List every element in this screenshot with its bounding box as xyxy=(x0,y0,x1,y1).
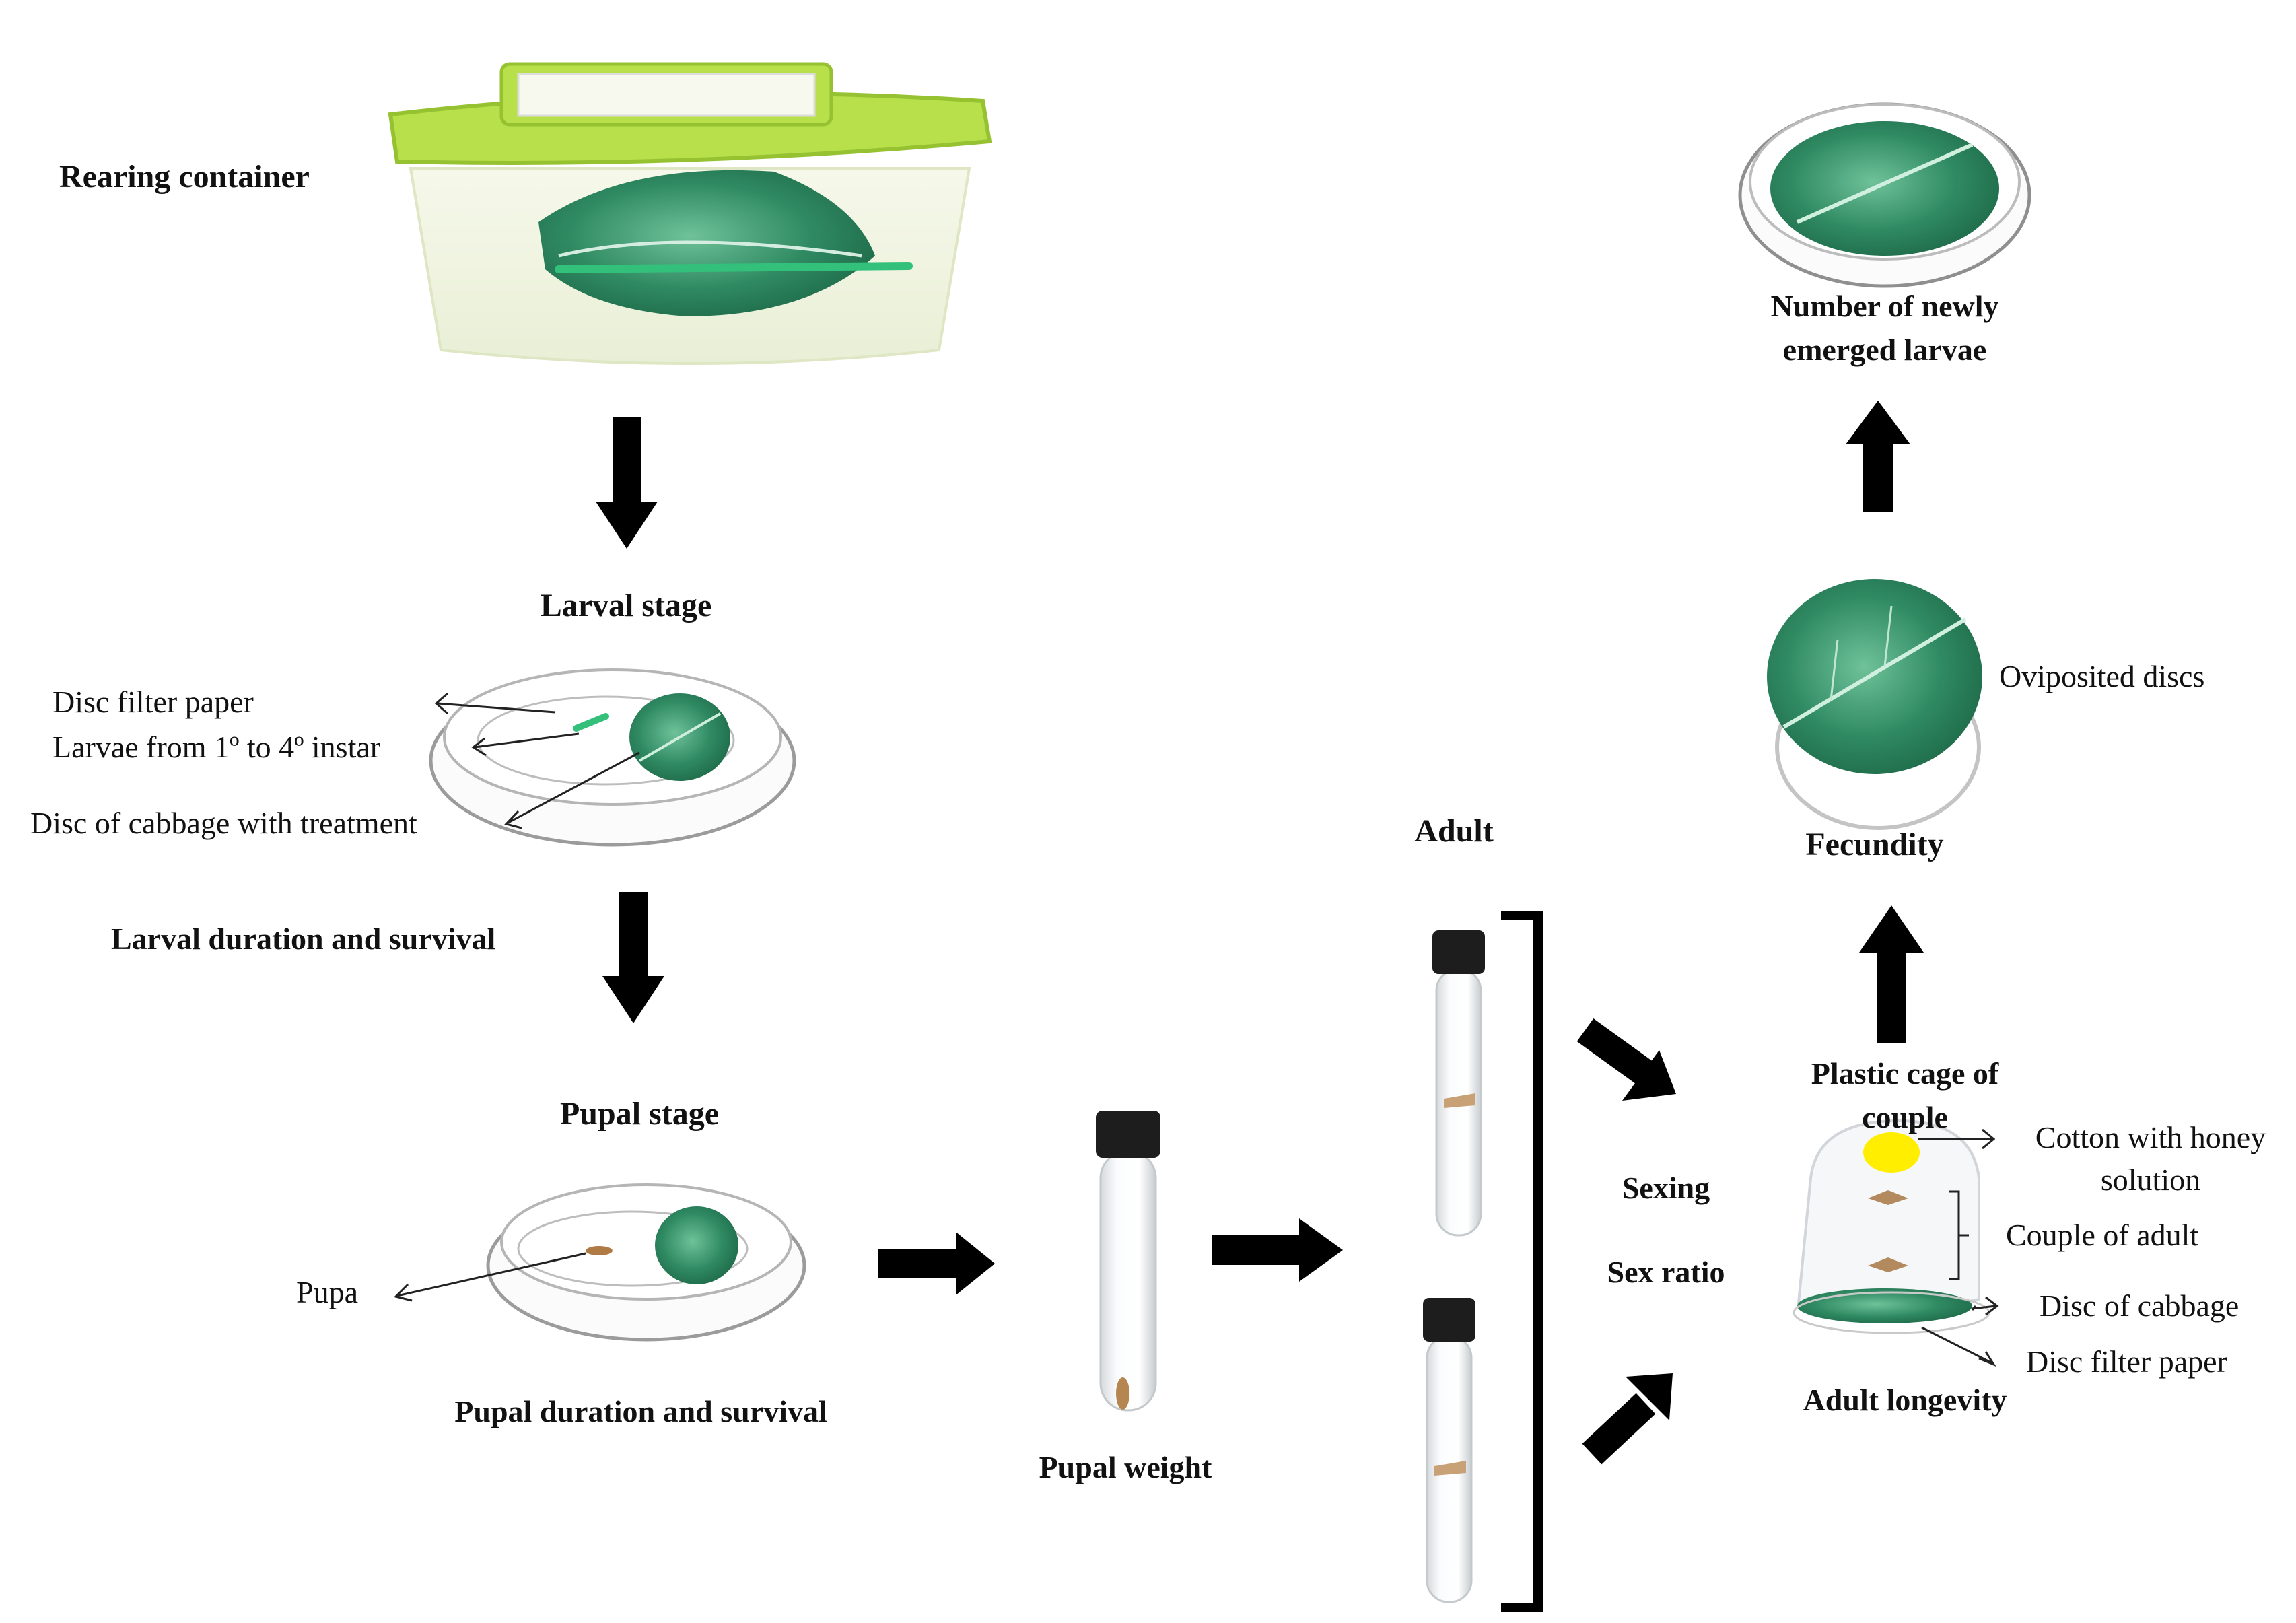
arrow-right-to-adult-tubes xyxy=(1212,1218,1343,1282)
emerged-larvae-dish-image xyxy=(1738,102,2031,288)
plastic-cage-image xyxy=(1793,1119,1990,1334)
pupa-pointer-line xyxy=(394,1252,586,1302)
adult-bracket xyxy=(1501,911,1543,1612)
disc-of-cabbage-label: Disc of cabbage xyxy=(2040,1288,2239,1323)
arrow-down-to-pupal xyxy=(602,892,664,1023)
larval-pointer-lines xyxy=(434,692,640,829)
larval-duration-label: Larval duration and survival xyxy=(111,922,495,956)
arrow-diag-down-to-sexing xyxy=(1576,1018,1676,1101)
adult-tube-2-image xyxy=(1423,1298,1475,1603)
pupal-tube-image xyxy=(1096,1111,1160,1412)
cotton-honey-line1: Cotton with honey xyxy=(2036,1120,2266,1154)
cotton-honey-line2: solution xyxy=(2101,1163,2200,1197)
pupal-weight-label: Pupal weight xyxy=(1039,1450,1213,1484)
disc-cabbage-treatment-label: Disc of cabbage with treatment xyxy=(30,806,417,840)
cage-title-line2: couple xyxy=(1862,1100,1948,1134)
rearing-container-text: Rearing container xyxy=(59,159,310,195)
larvae-instar-label: Larvae from 1º to 4º instar xyxy=(53,730,380,764)
arrow-diag-up-to-sexing xyxy=(1582,1373,1673,1465)
cage-title-line1: Plastic cage of xyxy=(1811,1056,1999,1091)
emerged-larvae-line2: emerged larvae xyxy=(1783,333,1987,367)
cage-disc-filter-paper-label: Disc filter paper xyxy=(2026,1344,2227,1379)
pupal-duration-label: Pupal duration and survival xyxy=(454,1394,827,1428)
adult-tube-1-image xyxy=(1432,930,1485,1237)
larval-stage-label: Larval stage xyxy=(541,588,712,623)
oviposited-disc-image xyxy=(1767,579,1982,830)
arrow-up-to-emerged-larvae xyxy=(1846,401,1910,512)
fecundity-label: Fecundity xyxy=(1805,827,1943,862)
disc-filter-paper-label: Disc filter paper xyxy=(53,685,254,719)
emerged-larvae-line1: Number of newly xyxy=(1770,289,1998,323)
larval-petri-dish-image xyxy=(429,668,796,847)
adult-longevity-label: Adult longevity xyxy=(1803,1383,2007,1417)
pupa-label: Pupa xyxy=(296,1275,358,1309)
sex-ratio-label: Sex ratio xyxy=(1607,1255,1725,1289)
rearing-container-image xyxy=(388,62,992,365)
couple-of-adult-label: Couple of adult xyxy=(2006,1218,2198,1252)
sexing-label: Sexing xyxy=(1622,1171,1710,1205)
arrow-up-to-fecundity xyxy=(1859,905,1924,1043)
arrow-right-to-pupal-tube xyxy=(878,1232,995,1295)
pupal-petri-dish-image xyxy=(486,1183,806,1342)
cage-pointer-lines xyxy=(1918,1128,1999,1367)
pupal-stage-label: Pupal stage xyxy=(560,1096,719,1132)
adult-label: Adult xyxy=(1414,813,1493,849)
oviposited-discs-label: Oviposited discs xyxy=(1999,659,2204,693)
arrow-down-to-larval xyxy=(596,417,658,549)
